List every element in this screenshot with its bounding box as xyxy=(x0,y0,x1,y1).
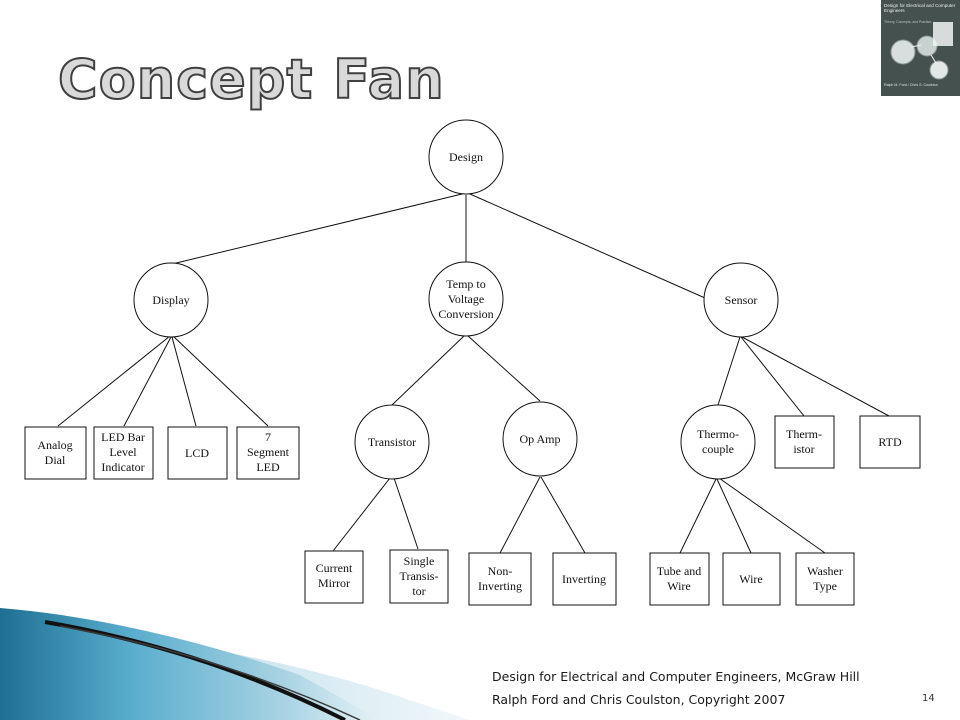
label-washer-line2: Type xyxy=(813,579,837,593)
node-mirror-box xyxy=(304,550,364,604)
edge-display-7seg xyxy=(172,335,269,427)
label-ledbar-line1: LED Bar xyxy=(101,430,145,444)
label-mirror-line2: Mirror xyxy=(318,576,350,590)
label-single-line1: Single xyxy=(404,554,435,568)
node-conversion-circle xyxy=(428,261,504,337)
node-washer-box xyxy=(795,552,855,606)
edge-design-display xyxy=(171,193,463,265)
label-ledbar-line2: Level xyxy=(109,445,137,459)
node-tube-box xyxy=(649,552,710,606)
label-analog-line1: Analog xyxy=(37,438,72,452)
node-single-box xyxy=(389,549,449,604)
node-opamp-circle xyxy=(502,401,578,477)
slide-number: 14 xyxy=(922,693,935,704)
label-washer-line1: Washer xyxy=(807,564,843,578)
node-rtd-box xyxy=(859,415,921,469)
wave-thin-stroke xyxy=(59,625,361,720)
edge-sensor-rtd xyxy=(741,336,890,417)
label-single-line3: tor xyxy=(412,584,425,598)
edge-design-sensor xyxy=(469,193,706,299)
node-thermistor-box xyxy=(774,415,835,469)
edge-display-lcd xyxy=(171,336,197,427)
label-conversion-line2: Voltage xyxy=(448,292,484,306)
cover-subtitle: Theory, Concepts, and Practice xyxy=(884,20,932,24)
edge-thermocouple-tube xyxy=(679,478,717,554)
label-display: Display xyxy=(152,293,189,307)
label-conversion-line1: Temp to xyxy=(446,277,486,291)
label-lcd: LCD xyxy=(185,446,209,460)
node-design-circle xyxy=(428,119,504,195)
label-ledbar-line3: Indicator xyxy=(101,460,144,474)
edge-transistor-mirror xyxy=(332,477,391,552)
node-noninv-box xyxy=(468,552,532,606)
cover-title: Design for Electrical and Computer Engin… xyxy=(884,3,956,13)
citation-line-2: Ralph Ford and Chris Coulston, Copyright… xyxy=(492,692,786,707)
edge-sensor-thermistor xyxy=(740,336,805,417)
label-transistor: Transistor xyxy=(368,435,416,449)
label-noninv-line1: Non- xyxy=(488,564,513,578)
label-7seg-line3: LED xyxy=(256,460,280,474)
label-tube-line1: Tube and xyxy=(657,564,702,578)
node-display-circle xyxy=(133,262,209,338)
edge-transistor-single xyxy=(393,477,419,550)
node-inverting-box xyxy=(552,552,617,606)
node-thermocouple-circle xyxy=(680,404,756,480)
label-7seg-line1: 7 xyxy=(265,430,271,444)
book-cover-image: Design for Electrical and Computer Engin… xyxy=(881,0,960,96)
label-mirror-line1: Current xyxy=(316,561,353,575)
diagram-nodes xyxy=(24,119,921,606)
label-inverting: Inverting xyxy=(562,572,606,586)
label-wire: Wire xyxy=(739,572,763,586)
label-thermistor-line1: Therm- xyxy=(786,427,822,441)
edge-conversion-transistor xyxy=(391,335,465,406)
label-rtd: RTD xyxy=(878,435,902,449)
edge-opamp-inv xyxy=(540,476,586,554)
edge-thermocouple-washer xyxy=(718,477,826,554)
node-sensor-circle xyxy=(703,262,779,338)
cover-art xyxy=(881,0,960,96)
label-analog-line2: Dial xyxy=(45,453,66,467)
slide-title: Concept Fan xyxy=(57,47,445,112)
node-lcd-box xyxy=(167,426,228,480)
label-conversion-line3: Conversion xyxy=(438,307,493,321)
edge-sensor-thermocouple xyxy=(717,336,741,406)
edge-display-ledbar xyxy=(123,336,172,427)
node-transistor-circle xyxy=(354,404,430,480)
label-single-line2: Transis- xyxy=(400,569,439,583)
label-design: Design xyxy=(449,150,483,164)
citation: Design for Electrical and Computer Engin… xyxy=(492,665,860,711)
label-tube-line2: Wire xyxy=(667,579,691,593)
citation-line-1: Design for Electrical and Computer Engin… xyxy=(492,669,860,684)
diagram-edges xyxy=(57,193,890,554)
cover-authors: Ralph M. Ford / Chris S. Coulston xyxy=(884,83,938,87)
edge-conversion-opamp xyxy=(467,335,541,402)
edge-opamp-noninv xyxy=(499,476,541,554)
edge-display-analog xyxy=(57,335,171,427)
label-thermistor-line2: istor xyxy=(793,442,814,456)
label-opamp: Op Amp xyxy=(519,432,560,446)
node-analog-box xyxy=(24,426,87,480)
label-sensor: Sensor xyxy=(725,293,758,307)
edge-thermocouple-wire xyxy=(716,478,752,554)
node-7seg-box xyxy=(236,426,300,480)
node-wire-box xyxy=(722,552,781,606)
label-thermocouple-line2: couple xyxy=(702,442,734,456)
label-7seg-line2: Segment xyxy=(247,445,290,459)
label-thermocouple-line1: Thermo- xyxy=(697,427,739,441)
label-noninv-line2: Inverting xyxy=(478,579,522,593)
node-ledbar-box xyxy=(93,426,154,480)
